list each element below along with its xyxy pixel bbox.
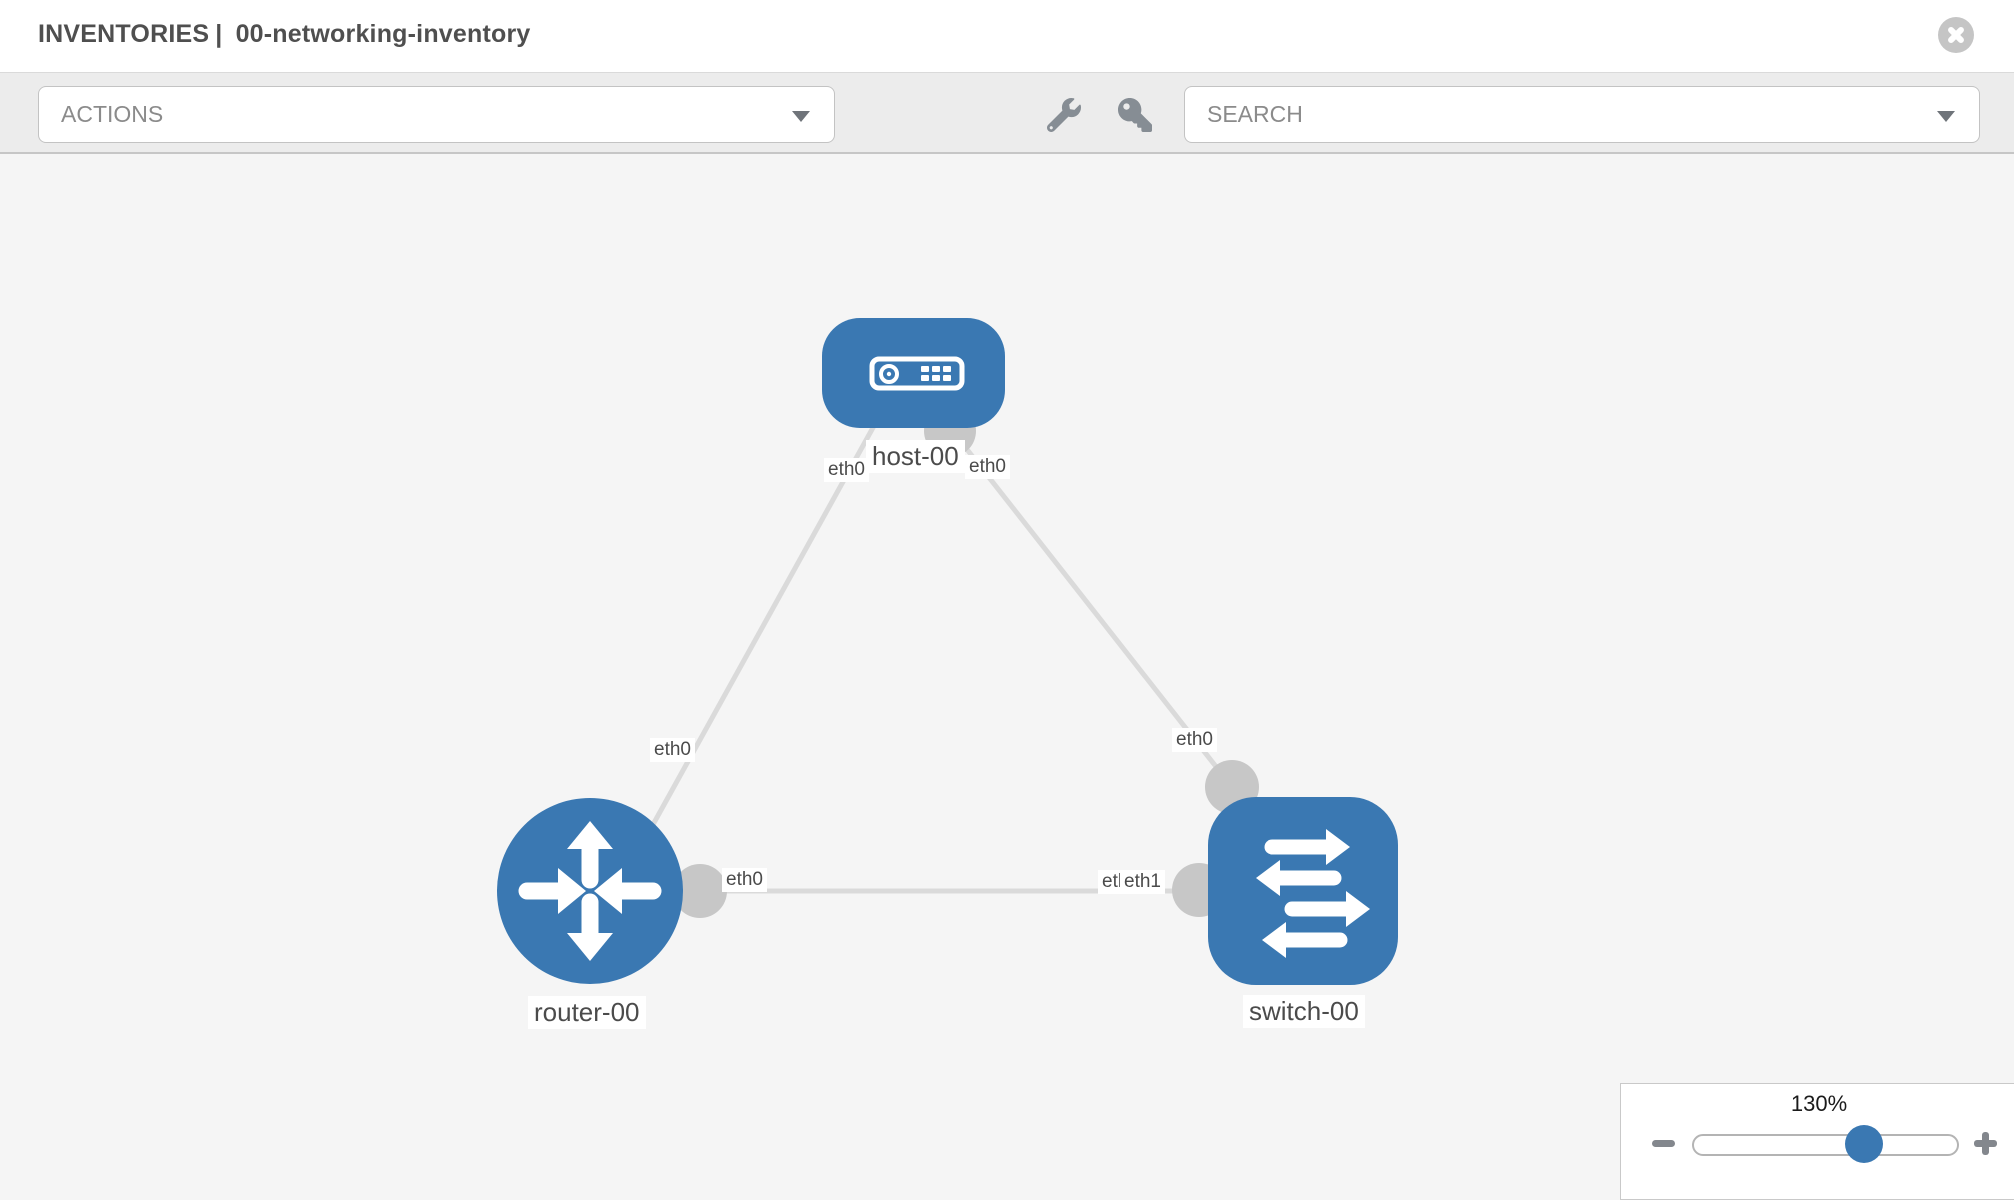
if-label-host-eth0-left: eth0 <box>824 458 869 482</box>
header-bar: INVENTORIES| 00-networking-inventory <box>0 0 2014 72</box>
key-icon[interactable] <box>1118 98 1152 132</box>
if-label-link-host-switch: eth0 <box>1172 728 1217 752</box>
zoom-slider-track[interactable] <box>1692 1134 1959 1156</box>
wrench-icon[interactable] <box>1047 98 1081 132</box>
switch-icon <box>1256 829 1370 958</box>
router-icon <box>518 821 662 961</box>
if-label-switch-eth1: eth1 <box>1120 870 1165 894</box>
node-label-router: router-00 <box>528 996 646 1029</box>
topology-graph <box>497 318 1398 985</box>
actions-dropdown[interactable]: ACTIONS <box>38 86 835 143</box>
if-label-router-eth0: eth0 <box>722 868 767 892</box>
zoom-control-panel: 130% <box>1620 1083 2014 1200</box>
if-label-link-host-router: eth0 <box>650 738 695 762</box>
page-title: INVENTORIES| 00-networking-inventory <box>38 20 537 49</box>
zoom-in-icon[interactable] <box>1974 1132 1997 1155</box>
zoom-level-value: 130% <box>1790 1091 1848 1116</box>
inventory-name: 00-networking-inventory <box>235 20 531 48</box>
close-icon[interactable] <box>1938 17 1974 53</box>
chevron-down-icon <box>1937 111 1955 122</box>
node-label-host: host-00 <box>866 440 965 473</box>
port-router-eth0 <box>673 864 727 918</box>
breadcrumb-section: INVENTORIES <box>38 20 210 48</box>
zoom-slider-thumb[interactable] <box>1845 1125 1883 1163</box>
chevron-down-icon <box>792 111 810 122</box>
search-dropdown <box>1184 86 1980 143</box>
zoom-out-icon[interactable] <box>1652 1140 1675 1147</box>
node-label-switch: switch-00 <box>1243 995 1365 1028</box>
toolbar: ACTIONS <box>0 72 2014 154</box>
node-router-00[interactable] <box>497 798 683 984</box>
if-label-host-eth0-right: eth0 <box>965 455 1010 479</box>
topology-canvas[interactable]: host-00 eth0 eth0 eth0 eth0 eth0 eth0 et… <box>0 154 2014 1200</box>
node-host-00[interactable] <box>822 318 1005 428</box>
actions-dropdown-label: ACTIONS <box>61 101 164 127</box>
node-switch-00[interactable] <box>1208 797 1398 985</box>
breadcrumb-separator: | <box>215 20 223 48</box>
host-icon <box>869 356 965 391</box>
search-input[interactable] <box>1185 87 1979 142</box>
